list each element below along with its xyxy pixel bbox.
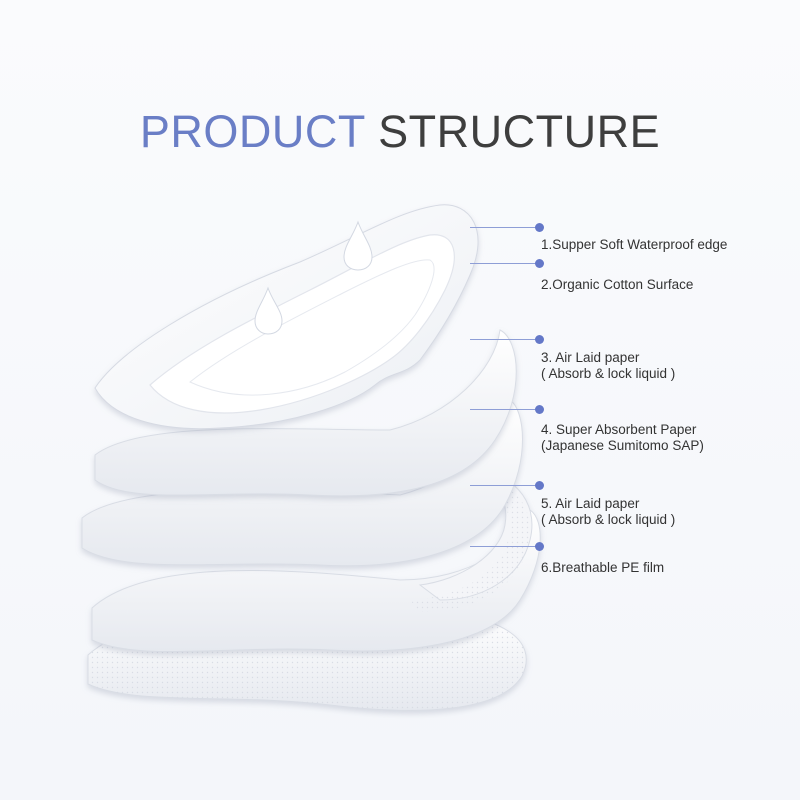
label-line: 6.Breathable PE film <box>541 560 665 575</box>
label-line: ( Absorb & lock liquid ) <box>541 512 676 527</box>
label-line: ( Absorb & lock liquid ) <box>541 366 676 381</box>
layer-label-3: 3. Air Laid paper ( Absorb & lock liquid… <box>541 350 791 382</box>
layer-label-1: 1.Supper Soft Waterproof edge <box>541 237 791 253</box>
connector-dot-2 <box>535 259 544 268</box>
layer-label-4: 4. Super Absorbent Paper (Japanese Sumit… <box>541 422 791 454</box>
connector-dot-3 <box>535 335 544 344</box>
connector-line-1 <box>470 227 540 228</box>
title-part-1: PRODUCT <box>139 106 366 157</box>
droplet-icon <box>254 286 283 335</box>
layer-3-air-laid-paper <box>94 329 517 497</box>
layer-label-5: 5. Air Laid paper ( Absorb & lock liquid… <box>541 496 791 528</box>
connector-dot-1 <box>535 223 544 232</box>
connector-line-5 <box>470 485 540 486</box>
label-line: 5. Air Laid paper <box>541 496 640 511</box>
label-line: 4. Super Absorbent Paper <box>541 422 697 437</box>
connector-dot-5 <box>535 481 544 490</box>
connector-line-2 <box>470 263 540 264</box>
layer-label-2: 2.Organic Cotton Surface <box>541 277 791 293</box>
label-line: 2.Organic Cotton Surface <box>541 277 694 292</box>
connector-line-3 <box>470 339 540 340</box>
connector-dot-6 <box>535 542 544 551</box>
title-part-2: STRUCTURE <box>378 106 661 157</box>
layer-label-6: 6.Breathable PE film <box>541 560 791 576</box>
label-line: (Japanese Sumitomo SAP) <box>541 438 704 453</box>
connector-line-4 <box>470 409 540 410</box>
label-line: 3. Air Laid paper <box>541 350 640 365</box>
page-title: PRODUCT STRUCTURE <box>0 100 800 164</box>
label-line: 1.Supper Soft Waterproof edge <box>541 237 728 252</box>
connector-line-6 <box>470 546 540 547</box>
droplet-icon <box>343 220 373 271</box>
connector-dot-4 <box>535 405 544 414</box>
layer-1-2-top-pad <box>94 204 479 430</box>
